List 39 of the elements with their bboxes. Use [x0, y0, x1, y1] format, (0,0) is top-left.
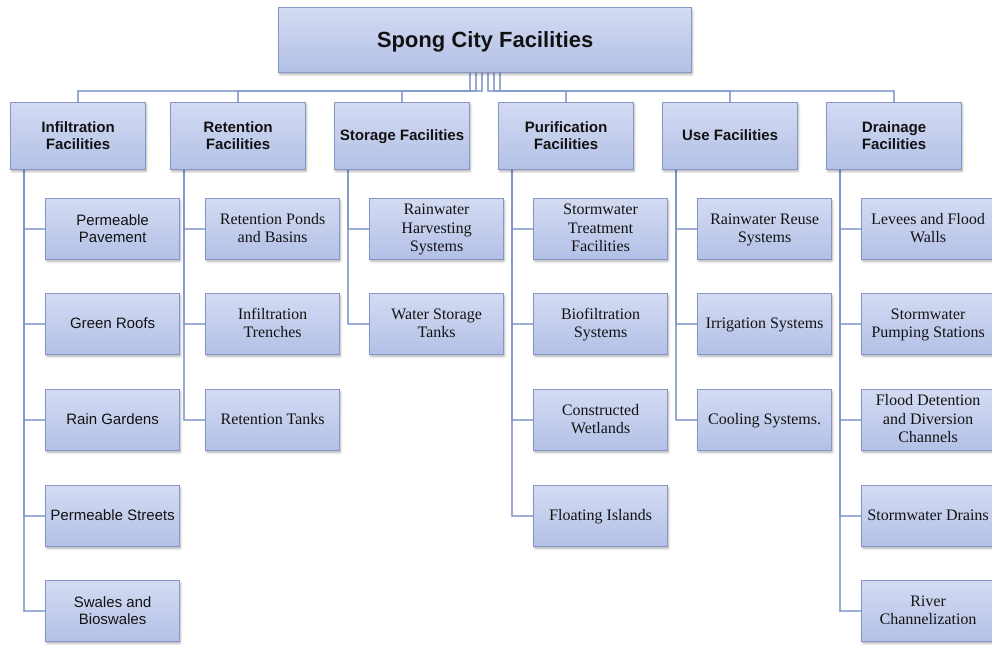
- facility-box: Flood Detention and Diversion Channels: [861, 389, 992, 451]
- connector-line: [237, 73, 477, 102]
- connector-line: [511, 170, 533, 517]
- facility-box: Levees and Flood Walls: [861, 198, 992, 260]
- facility-box: Constructed Wetlands: [533, 389, 668, 451]
- category-box: Storage Facilities: [334, 102, 470, 170]
- category-box: Use Facilities: [662, 102, 798, 170]
- facility-box: Irrigation Systems: [697, 293, 832, 355]
- title-box: Spong City Facilities: [278, 7, 692, 73]
- connector-line: [183, 170, 205, 421]
- connector-line: [487, 73, 567, 102]
- connector-line: [347, 170, 369, 325]
- facility-box: Swales and Bioswales: [45, 580, 180, 642]
- facility-box: Infiltration Trenches: [205, 293, 340, 355]
- connector-line: [493, 73, 731, 102]
- facility-box: Biofiltration Systems: [533, 293, 668, 355]
- facility-box: Rain Gardens: [45, 389, 180, 451]
- category-box: Drainage Facilities: [826, 102, 962, 170]
- connector-line: [77, 73, 471, 102]
- category-box: Purification Facilities: [498, 102, 634, 170]
- facility-box: Water Storage Tanks: [369, 293, 504, 355]
- connector-line: [401, 73, 483, 102]
- category-box: Infiltration Facilities: [10, 102, 146, 170]
- facility-box: Cooling Systems.: [697, 389, 832, 451]
- facility-box: Stormwater Drains: [861, 485, 992, 547]
- connector-line: [675, 170, 697, 421]
- facility-box: Retention Tanks: [205, 389, 340, 451]
- facility-box: Rainwater Reuse Systems: [697, 198, 832, 260]
- facility-box: Permeable Streets: [45, 485, 180, 547]
- facility-box: Rainwater Harvesting Systems: [369, 198, 504, 260]
- connector-line: [499, 73, 895, 102]
- facility-box: Permeable Pavement: [45, 198, 180, 260]
- category-box: Retention Facilities: [170, 102, 306, 170]
- facility-box: Retention Ponds and Basins: [205, 198, 340, 260]
- facility-box: Floating Islands: [533, 485, 668, 547]
- facility-box: Stormwater Treatment Facilities: [533, 198, 668, 260]
- facility-box: Stormwater Pumping Stations: [861, 293, 992, 355]
- facility-box: Green Roofs: [45, 293, 180, 355]
- facility-box: River Channelization: [861, 580, 992, 642]
